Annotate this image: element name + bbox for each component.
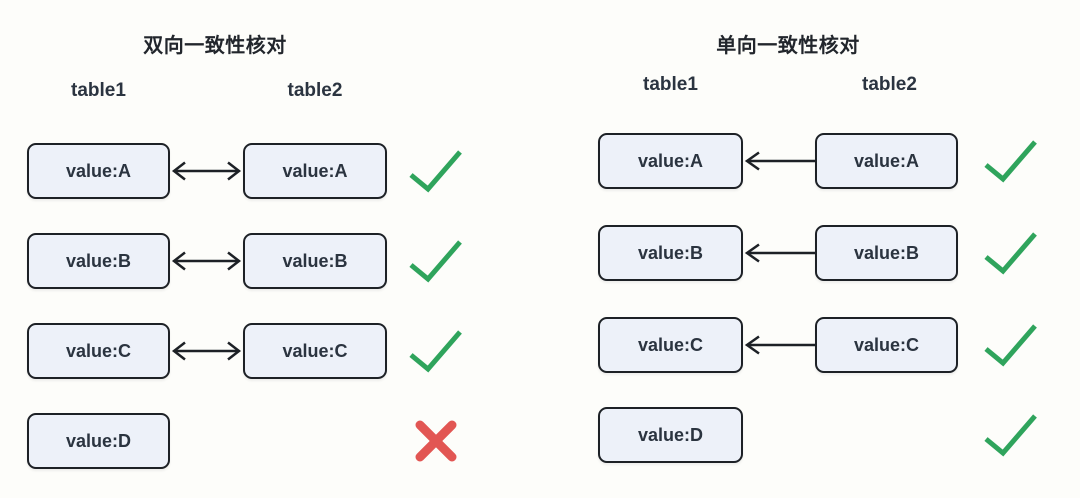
diagram-row: value:D (540, 407, 1080, 463)
value-box-label: value:A (637, 150, 704, 171)
column-header-table1: table1 (643, 74, 698, 95)
value-box: value:C (27, 323, 170, 379)
check-icon (984, 232, 1037, 275)
check-icon (984, 414, 1037, 457)
diagram-row: value:B value:B (0, 233, 540, 289)
check-icon (984, 324, 1037, 367)
left-arrow-icon (744, 243, 815, 263)
value-box-label: value:B (637, 242, 704, 263)
column-header-table2: table2 (862, 74, 917, 95)
value-box: value:D (598, 407, 743, 463)
cross-icon (415, 420, 457, 462)
diagram-row: value:D (0, 413, 540, 469)
value-box: value:C (598, 317, 743, 373)
bidirectional-arrow-icon (171, 251, 242, 271)
left-arrow-icon (744, 151, 815, 171)
diagram-row: value:A value:A (0, 143, 540, 199)
panel-unidirectional: 单向一致性核对 table1 table2 value:A value:A va… (540, 0, 1080, 498)
value-box-label: value:A (282, 160, 348, 181)
value-box: value:A (27, 143, 170, 199)
value-box: value:A (815, 133, 958, 189)
value-box-label: value:A (65, 160, 132, 181)
panel-title: 双向一致性核对 (143, 35, 287, 57)
panel-title: 单向一致性核对 (716, 35, 860, 57)
value-box: value:B (815, 225, 958, 281)
column-header-table2: table2 (287, 80, 343, 101)
value-box-label: value:C (637, 334, 704, 355)
bidirectional-arrow-icon (171, 341, 242, 361)
check-icon (409, 330, 462, 373)
value-box-label: value:D (637, 424, 704, 445)
value-box: value:B (598, 225, 743, 281)
value-box: value:D (27, 413, 170, 469)
value-box: value:C (243, 323, 387, 379)
panel-bidirectional: 双向一致性核对 table1 table2 value:A value:A va… (0, 35, 540, 469)
value-box-label: value:C (65, 340, 132, 361)
check-icon (984, 140, 1037, 183)
value-box-label: value:C (282, 340, 348, 361)
left-arrow-icon (744, 335, 815, 355)
value-box-label: value:B (853, 242, 920, 263)
value-box-label: value:D (65, 430, 132, 451)
diagram-row: value:C value:C (0, 323, 540, 379)
value-box-label: value:A (853, 150, 920, 171)
value-box-label: value:B (65, 250, 132, 271)
value-box: value:B (27, 233, 170, 289)
diagram-row: value:C value:C (540, 317, 1080, 373)
diagram-row: value:B value:B (540, 225, 1080, 281)
value-box: value:B (243, 233, 387, 289)
value-box: value:C (815, 317, 958, 373)
check-icon (409, 150, 462, 193)
check-icon (409, 240, 462, 283)
bidirectional-arrow-icon (171, 161, 242, 181)
value-box: value:A (243, 143, 387, 199)
value-box-label: value:C (853, 334, 920, 355)
diagram-row: value:A value:A (540, 133, 1080, 189)
value-box: value:A (598, 133, 743, 189)
column-header-table1: table1 (71, 80, 126, 101)
value-box-label: value:B (282, 250, 348, 271)
